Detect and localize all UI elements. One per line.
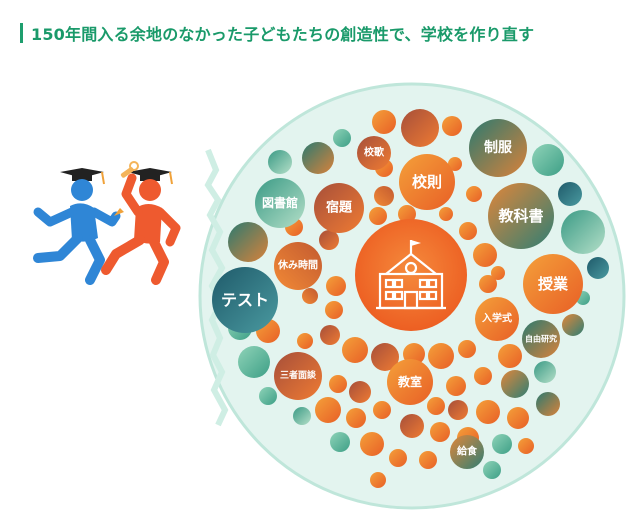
bubble-sanshamendan: 三者面談 [274, 352, 322, 400]
bubble-yasumijikan: 休み時間 [274, 242, 322, 290]
center-school-node [355, 219, 467, 331]
svg-text:校則: 校則 [412, 173, 442, 191]
bubble-kyoushitsu: 教室 [387, 359, 433, 405]
svg-text:テスト: テスト [221, 291, 269, 310]
decorative-bubbles [228, 109, 609, 488]
svg-text:図書館: 図書館 [262, 195, 298, 210]
svg-text:三者面談: 三者面談 [280, 369, 317, 381]
svg-text:休み時間: 休み時間 [277, 259, 318, 272]
graduation-cap-icon [128, 168, 172, 178]
bubble-kouka: 校歌 [357, 136, 391, 170]
blue-student-runner [33, 168, 124, 285]
svg-text:授業: 授業 [538, 275, 569, 293]
svg-text:自由研究: 自由研究 [525, 334, 557, 344]
bubble-jugyou: 授業 [523, 254, 583, 314]
svg-text:入学式: 入学式 [482, 312, 512, 325]
bubble-toshokan: 図書館 [255, 178, 305, 228]
page-title: 150年間入る余地のなかった子どもたちの創造性で、学校を作り直す [31, 25, 535, 44]
bubble-kousoku: 校則 [399, 154, 455, 210]
svg-text:校歌: 校歌 [364, 146, 385, 159]
torch-icon [114, 208, 124, 216]
bubble-seifuku: 制服 [469, 119, 527, 177]
bubble-kyoukasho: 教科書 [488, 183, 554, 249]
svg-text:制服: 制服 [484, 139, 513, 156]
svg-text:教科書: 教科書 [497, 207, 543, 225]
bubble-test: テスト [212, 267, 278, 333]
wrench-icon [120, 161, 139, 178]
orange-student-runner [101, 161, 181, 285]
bubble-kyuushoku: 給食 [450, 435, 484, 469]
header-accent-bar [20, 23, 23, 43]
bubble-nyuugakushiki: 入学式 [475, 297, 519, 341]
svg-text:宿題: 宿題 [326, 200, 353, 216]
bubble-jiyuukenkyuu: 自由研究 [522, 320, 560, 358]
page-header: 150年間入る余地のなかった子どもたちの創造性で、学校を作り直す [20, 22, 534, 44]
torn-edge [204, 148, 229, 427]
graduation-cap-icon [60, 168, 104, 178]
bubble-shukudai: 宿題 [314, 183, 364, 233]
svg-text:教室: 教室 [397, 374, 422, 389]
svg-text:給食: 給食 [457, 445, 478, 458]
students-running-illustration [33, 161, 181, 285]
school-building-icon [376, 240, 446, 310]
